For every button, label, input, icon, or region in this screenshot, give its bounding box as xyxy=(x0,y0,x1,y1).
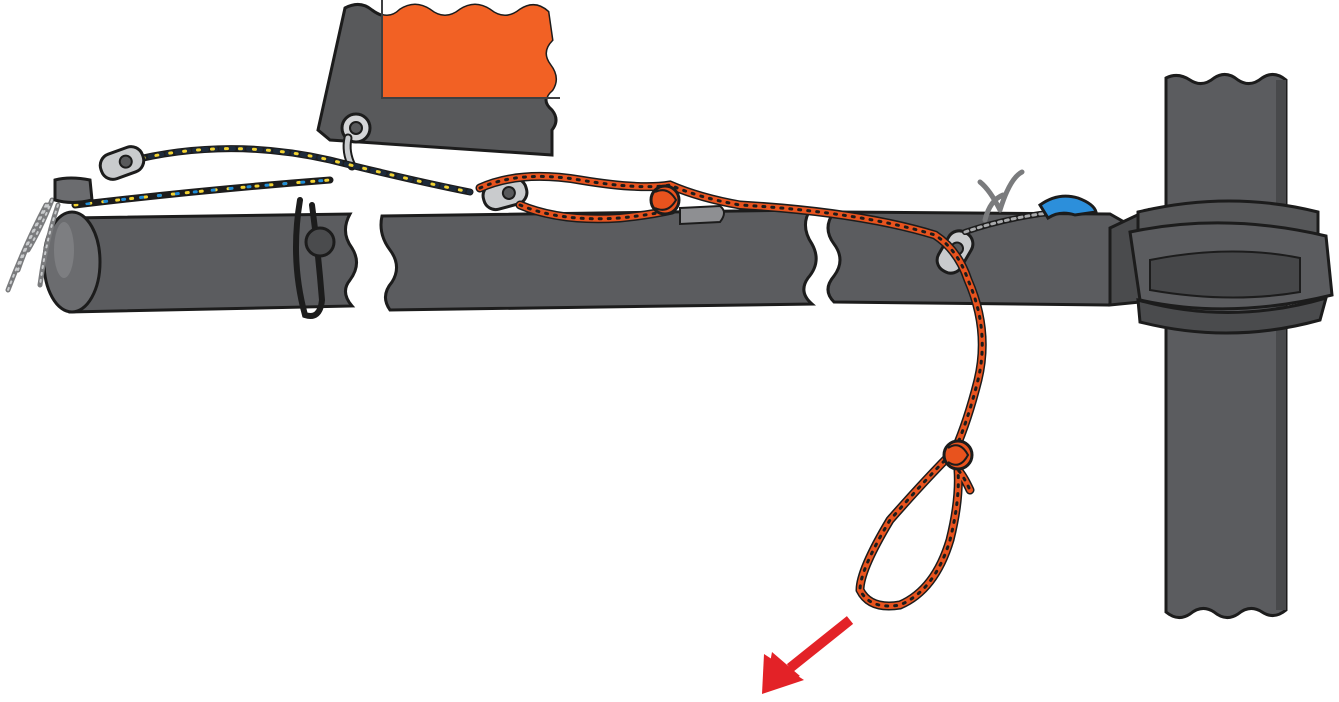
sail-clew-icon xyxy=(318,0,560,166)
boom-segment-middle xyxy=(381,210,816,310)
loop-knot-icon xyxy=(944,441,972,469)
rope-knot-icon xyxy=(651,186,679,214)
pulley-block-left xyxy=(97,143,147,182)
gooseneck-icon xyxy=(1110,201,1332,333)
pull-direction-arrow-icon xyxy=(762,620,850,694)
mast-icon xyxy=(1166,74,1286,617)
